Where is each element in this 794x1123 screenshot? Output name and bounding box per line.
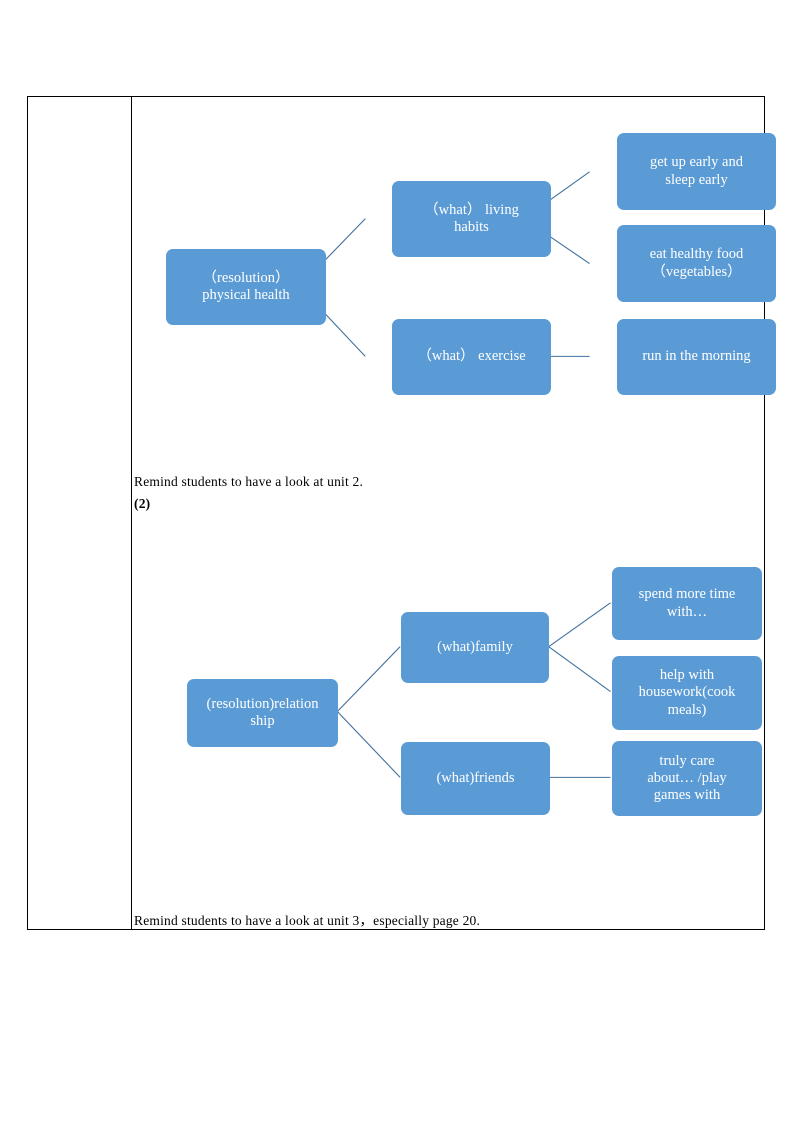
node-spend-more-time[interactable]: spend more time with…: [612, 567, 762, 640]
connector-root-to-friends: [336, 711, 401, 778]
node-exercise[interactable]: （what） exercise: [392, 319, 551, 395]
node-truly-care-line2: about… /play: [647, 769, 727, 786]
node-help-housework-text: help with housework(cook meals): [618, 667, 756, 718]
node-run-morning-text: run in the morning: [623, 348, 770, 365]
node-eat-healthy-line2: （vegetables）: [651, 263, 742, 280]
connector-family-to-help-housework: [548, 646, 611, 693]
node-truly-care-line1: truly care: [659, 752, 715, 769]
node-help-housework-line2: housework(cook: [638, 684, 736, 701]
node-living-habits-line1: （what） living: [424, 201, 519, 218]
node-truly-care-about[interactable]: truly care about… /play games with: [612, 741, 762, 816]
node-relationship-line2: ship: [250, 713, 275, 729]
content-table: （resolution） physical health （what） livi…: [27, 96, 776, 930]
node-spend-time-line1: spend more time: [638, 586, 736, 603]
node-what-family-text: (what)family: [407, 639, 543, 656]
node-run-morning-line1: run in the morning: [642, 348, 751, 365]
node-eat-healthy-line1: eat healthy food: [649, 246, 744, 263]
node-truly-care-line3: games with: [653, 787, 721, 804]
section-label-2: (2): [134, 496, 151, 511]
node-help-with-housework[interactable]: help with housework(cook meals): [612, 656, 762, 730]
node-what-friends-text: (what)friends: [407, 770, 544, 787]
node-help-housework-line3: meals): [667, 701, 707, 718]
node-get-up-early[interactable]: get up early and sleep early: [617, 133, 776, 210]
node-truly-care-text: truly care about… /play games with: [618, 753, 756, 804]
node-what-family[interactable]: (what)family: [401, 612, 549, 683]
node-get-up-early-line2: sleep early: [665, 171, 728, 188]
node-root-physical-health-text: （resolution） physical health: [172, 270, 320, 304]
node-what-friends[interactable]: (what)friends: [401, 742, 550, 815]
node-get-up-early-line1: get up early and: [649, 154, 743, 171]
node-help-housework-line1: help with: [659, 667, 715, 684]
node-root-physical-health[interactable]: （resolution） physical health: [166, 249, 326, 325]
node-what-friends-line1: (what)friends: [436, 769, 515, 786]
mind-map-diagram-2: (resolution)relation ship (what)family (…: [132, 97, 764, 929]
node-eat-healthy-food[interactable]: eat healthy food （vegetables）: [617, 225, 776, 302]
node-exercise-line1: （what） exercise: [417, 348, 526, 365]
table-cell-left-empty: [28, 97, 131, 929]
node-eat-healthy-food-text: eat healthy food （vegetables）: [623, 246, 770, 280]
node-root-relationship-text: (resolution)relation ship: [193, 696, 332, 730]
node-root-relationship[interactable]: (resolution)relation ship: [187, 679, 338, 747]
node-living-habits-line2: habits: [454, 219, 489, 235]
node-spend-more-time-text: spend more time with…: [618, 586, 756, 620]
connector-root-to-family: [336, 646, 401, 712]
node-what-family-line1: (what)family: [437, 638, 513, 655]
node-get-up-early-text: get up early and sleep early: [623, 154, 770, 188]
note-unit-3: Remind students to have a look at unit 3…: [134, 913, 481, 928]
table-column-divider: [131, 97, 132, 929]
mind-map-diagram-1: （resolution） physical health （what） livi…: [132, 97, 776, 929]
node-living-habits-text: （what） living habits: [398, 202, 545, 236]
table-cell-right-content: （resolution） physical health （what） livi…: [132, 97, 776, 929]
node-root-line1: （resolution）: [202, 269, 290, 286]
node-spend-time-line2: with…: [666, 603, 708, 620]
node-run-in-the-morning[interactable]: run in the morning: [617, 319, 776, 395]
node-living-habits[interactable]: （what） living habits: [392, 181, 551, 257]
note-unit-2: Remind students to have a look at unit 2…: [134, 474, 364, 489]
node-root-line2: physical health: [202, 287, 290, 303]
node-exercise-text: （what） exercise: [398, 348, 545, 365]
connector-family-to-spend-time: [548, 602, 611, 648]
node-relationship-line1: (resolution)relation: [206, 695, 319, 712]
